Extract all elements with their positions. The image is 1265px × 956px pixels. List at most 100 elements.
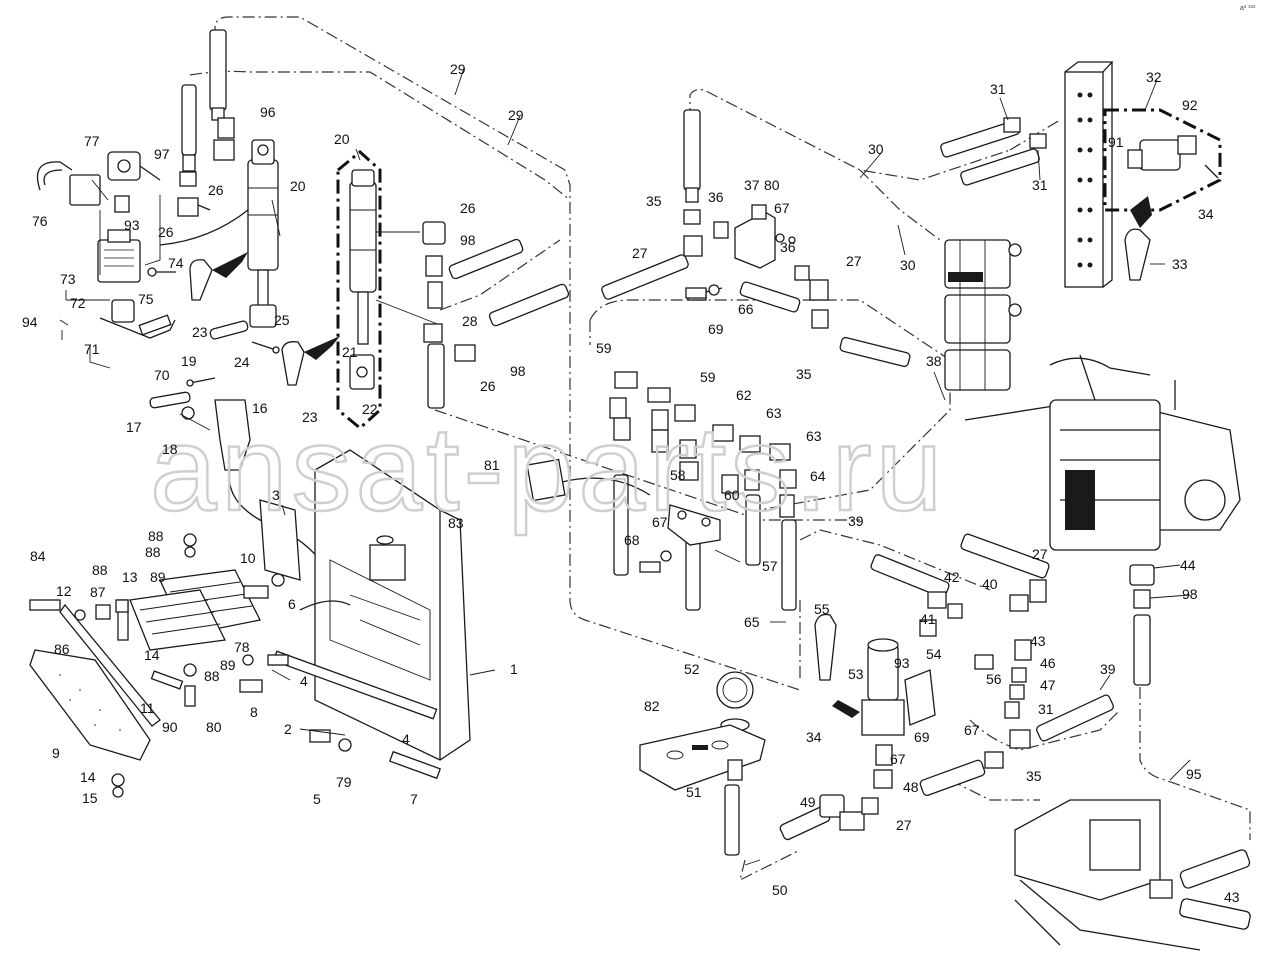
corner-mark: a³ ³³³ [1240, 5, 1256, 12]
callout: 89 [150, 569, 166, 585]
callout: 39 [1100, 661, 1116, 677]
center-hose-runs [448, 238, 911, 368]
callout: 32 [1146, 69, 1162, 85]
callout: 98 [1182, 586, 1198, 602]
callout: 72 [70, 295, 86, 311]
callout: 97 [154, 146, 170, 162]
callout: 33 [1172, 256, 1188, 272]
callout: 14 [144, 647, 160, 663]
callout: 74 [168, 255, 184, 271]
manifold-block-32 [940, 61, 1114, 288]
callout: 35 [796, 366, 812, 382]
callout: 80 [206, 719, 222, 735]
callout: 88 [148, 528, 164, 544]
callout: 59 [596, 340, 612, 356]
callout: 98 [460, 232, 476, 248]
callout: 98 [510, 363, 526, 379]
callout: 34 [806, 729, 822, 745]
watermark-text: ansat-parts.ru [150, 402, 946, 536]
callout: 20 [290, 178, 306, 194]
callout: 92 [1182, 97, 1198, 113]
callout: 69 [914, 729, 930, 745]
callout: 75 [138, 291, 154, 307]
callout: 30 [900, 257, 916, 273]
callout: 63 [766, 405, 782, 421]
callout: 27 [632, 245, 648, 261]
callout: 93 [124, 217, 140, 233]
callout: 30 [868, 141, 884, 157]
callout: 82 [644, 698, 660, 714]
callout: 47 [1040, 677, 1056, 693]
center-fittings-group [526, 284, 797, 611]
callout: 57 [762, 558, 778, 574]
callout: 26 [208, 182, 224, 198]
callout: 11 [140, 700, 155, 716]
callout: 76 [32, 213, 48, 229]
callout: 94 [22, 314, 38, 330]
callout: 90 [162, 719, 178, 735]
callout: 64 [810, 468, 826, 484]
callout: 69 [708, 321, 724, 337]
callout: 4 [300, 673, 308, 689]
callout: 67 [890, 751, 906, 767]
callout: 41 [920, 611, 936, 627]
callout: 3 [272, 487, 280, 503]
callout: 15 [82, 790, 98, 806]
lever-bracket-16 [214, 399, 321, 561]
callout: 5 [313, 791, 321, 807]
callout: 63 [806, 428, 822, 444]
valve-block-37 [683, 109, 829, 329]
callout: 48 [903, 779, 919, 795]
callout: 50 [772, 882, 788, 898]
callout: 70 [154, 367, 170, 383]
callout: 65 [744, 614, 760, 630]
callout: 93 [894, 655, 910, 671]
callout: 60 [724, 487, 740, 503]
callout: 68 [624, 532, 640, 548]
callout: 35 [646, 193, 662, 209]
callout: 34 [1198, 206, 1214, 222]
callout: 56 [986, 671, 1002, 687]
callout: 91 [1108, 134, 1124, 150]
callout: 42 [944, 569, 960, 585]
callout: 6 [288, 596, 296, 612]
callout: 38 [926, 353, 942, 369]
callout: 31 [1038, 701, 1054, 717]
hose-assemblies-top-left [177, 29, 235, 217]
callout: 37 [744, 177, 760, 193]
callout: 26 [460, 200, 476, 216]
callout: 67 [652, 514, 668, 530]
callout: 49 [800, 794, 816, 810]
callout: 31 [1032, 177, 1048, 193]
callout: 9 [52, 745, 60, 761]
callout: 36 [780, 239, 796, 255]
callout: 54 [926, 646, 942, 662]
callout: 73 [60, 271, 76, 287]
callout: 10 [240, 550, 256, 566]
callout: 8 [250, 704, 258, 720]
callout: 21 [342, 344, 358, 360]
callout: 58 [670, 467, 686, 483]
callout: 86 [54, 641, 70, 657]
callout: 31 [990, 81, 1006, 97]
callout: 80 [764, 177, 780, 193]
callout: 95 [1186, 766, 1202, 782]
callout: 71 [84, 341, 100, 357]
callout: 78 [234, 639, 250, 655]
callout: 88 [145, 544, 161, 560]
callout: 17 [126, 419, 142, 435]
solenoid-valve-assembly [36, 151, 176, 369]
right-column-fittings [1129, 564, 1155, 686]
callout: 67 [964, 722, 980, 738]
callout: 39 [848, 513, 864, 529]
callout: 16 [252, 400, 268, 416]
callout: 25 [274, 312, 290, 328]
callout: 2 [284, 721, 292, 737]
callout: 66 [738, 301, 754, 317]
callout: 89 [220, 657, 236, 673]
callout: 96 [260, 104, 276, 120]
callout: 23 [302, 409, 318, 425]
callout: 43 [1030, 633, 1046, 649]
callout: 88 [92, 562, 108, 578]
callout: 77 [84, 133, 100, 149]
